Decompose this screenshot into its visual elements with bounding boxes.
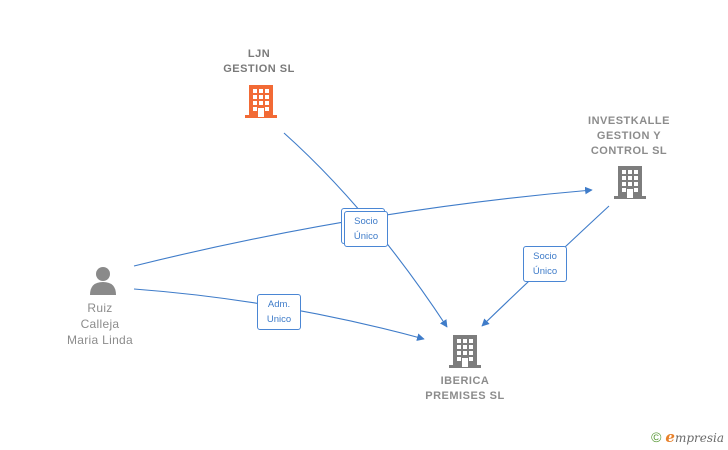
copyright-icon: © [651,429,662,445]
building-icon[interactable] [245,83,277,119]
edge-label-adm-unico[interactable]: Adm. Unico [257,294,301,330]
empresia-logo[interactable]: empresia [665,428,724,446]
edge-label-socio-unico[interactable]: Socio Único [523,246,567,282]
ljn-gestion-label: LJN GESTION SL [223,48,295,75]
ruiz-calleja-label: Ruiz Calleja Maria Linda [66,301,133,347]
iberica-premises-label: IBERICA PREMISES SL [425,375,505,402]
investkalle-label: INVESTKALLE GESTION Y CONTROL SL [588,115,670,157]
building-icon[interactable] [614,164,646,200]
person-icon[interactable] [87,264,119,296]
edge-label-socio-unico[interactable]: Socio Único [344,211,388,247]
brand-footer: © empresia [651,428,724,446]
building-icon[interactable] [449,333,481,369]
